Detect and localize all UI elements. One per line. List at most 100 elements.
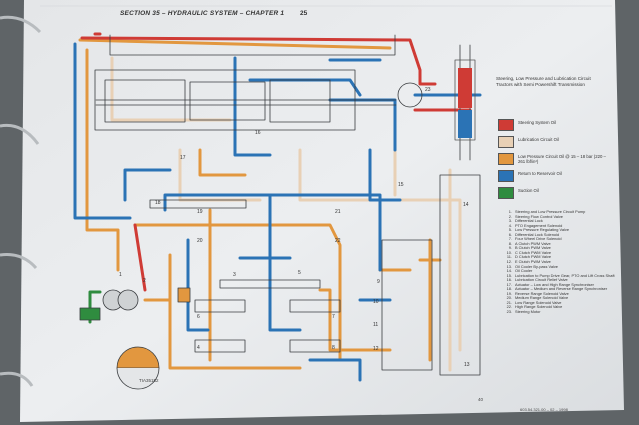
part-number: 17. xyxy=(506,281,512,287)
part-description: Actuator – Low and High Range Synchronis… xyxy=(515,281,594,287)
part-description: C Clutch PWM Valve xyxy=(515,249,552,255)
callout-20: 20 xyxy=(197,238,203,244)
part-description: Lubrication Circuit Relief Valve xyxy=(515,277,568,283)
legend-swatch xyxy=(498,170,514,182)
parts-list-item: 16.Lubrication Circuit Relief Valve xyxy=(502,277,617,283)
part-description: Lubrication to Pump Drive Gear, PTO and … xyxy=(515,272,615,278)
legend-item: Lubrication Circuit Oil xyxy=(498,134,608,151)
callout-17: 17 xyxy=(180,155,186,161)
part-description: B Clutch PWM Valve xyxy=(515,245,551,251)
part-description: Medium Range Solenoid Valve xyxy=(515,295,569,301)
pump xyxy=(79,287,191,321)
part-number: 16. xyxy=(506,277,512,283)
parts-list-item: 10.C Clutch PWM Valve xyxy=(502,249,617,256)
callout-7: 7 xyxy=(332,314,335,320)
parts-list-item: 1.Steering and Low Pressure Circuit Pump xyxy=(502,209,617,215)
callout-10: 10 xyxy=(373,299,379,305)
callout-3: 3 xyxy=(233,272,236,278)
callout-13: 13 xyxy=(464,362,470,368)
parts-list-item: 8.A Clutch PWM Valve xyxy=(502,240,617,247)
parts-list-item: 13.Oil Cooler By-pass Valve xyxy=(502,263,617,270)
part-number: 4. xyxy=(508,222,512,228)
callout-22: 22 xyxy=(335,238,341,244)
part-description: E Clutch PWM Valve xyxy=(515,259,551,265)
part-description: High Range Solenoid Valve xyxy=(515,304,563,310)
part-number: 12. xyxy=(506,259,512,265)
parts-list-item: 21.Low Range Solenoid Valve xyxy=(502,299,617,306)
legend-swatch xyxy=(498,153,514,165)
parts-list-item: 15.Lubrication to Pump Drive Gear, PTO a… xyxy=(502,272,617,279)
part-number: 14. xyxy=(506,268,512,274)
part-number: 15. xyxy=(506,272,512,278)
callout-12: 12 xyxy=(373,346,379,352)
part-number: 21. xyxy=(506,299,512,305)
callout-4: 4 xyxy=(197,345,200,351)
return-lines xyxy=(73,42,482,382)
callout-9: 9 xyxy=(377,279,380,285)
parts-list-item: 18.Actuator – Medium and Reverse Range S… xyxy=(502,287,617,292)
part-number: 5. xyxy=(508,227,512,233)
parts-list-item: 12.E Clutch PWM Valve xyxy=(502,259,617,265)
part-number: 6. xyxy=(508,231,512,237)
callout-5: 5 xyxy=(298,270,301,276)
parts-list-item: 9.B Clutch PWM Valve xyxy=(502,246,617,251)
parts-list-item: 22.High Range Solenoid Valve xyxy=(502,305,617,310)
parts-list-item: 17.Actuator – Low and High Range Synchro… xyxy=(502,281,617,288)
part-number: 20. xyxy=(506,295,512,301)
legend-item: Return to Reservoir Oil xyxy=(498,168,608,185)
part-description: Steering Motor xyxy=(515,309,541,315)
callout-15: 15 xyxy=(398,182,404,188)
part-description: A Clutch PWM Valve xyxy=(515,240,551,246)
callout-8: 8 xyxy=(332,345,335,351)
parts-list-item: 11.D Clutch PWM Valve xyxy=(502,255,617,260)
callout-21: 21 xyxy=(335,209,341,215)
parts-list-item: 3.Differential Lock xyxy=(502,218,617,224)
part-number: 10. xyxy=(506,249,512,255)
legend-item: Low Pressure Circuit Oil @ 15 – 18 bar (… xyxy=(498,151,608,168)
parts-list-item: 23.Steering Motor xyxy=(502,309,617,315)
part-description: Oil Cooler By-pass Valve xyxy=(515,263,558,269)
parts-list: 1.Steering and Low Pressure Circuit Pump… xyxy=(502,209,617,315)
part-number: 11. xyxy=(506,254,512,260)
part-description: Reverse Range Solenoid Valve xyxy=(515,290,569,296)
callout-11: 11 xyxy=(373,322,379,328)
legend-item: Suction Oil xyxy=(498,185,608,202)
part-description: Differential Lock Solenoid xyxy=(515,231,560,237)
figure-code: TIA35152 xyxy=(139,378,159,383)
callout-2: 2 xyxy=(143,278,146,284)
component-outlines xyxy=(94,34,481,376)
parts-list-item: 5.Low Pressure Regulating Valve xyxy=(502,227,617,233)
part-number: 3. xyxy=(508,218,512,224)
part-description: Steering Flow Control Valve xyxy=(515,213,563,219)
section-header: SECTION 35 – HYDRAULIC SYSTEM – CHAPTER … xyxy=(120,10,285,17)
part-number: 18. xyxy=(506,286,512,292)
part-number: 9. xyxy=(508,245,512,251)
callout-18: 18 xyxy=(155,200,161,206)
callout-6: 6 xyxy=(197,314,200,320)
part-description: Steering and Low Pressure Circuit Pump xyxy=(515,209,586,214)
legend-label: Suction Oil xyxy=(518,188,539,193)
steering-cylinder xyxy=(458,68,472,138)
legend-label: Steering System Oil xyxy=(518,120,556,125)
legend-label: Return to Reservoir Oil xyxy=(518,171,562,176)
callout-23: 23 xyxy=(425,87,431,93)
parts-list-item: 19.Reverse Range Solenoid Valve xyxy=(502,290,617,297)
footer-ref: 603.54.321.00 – 02 – 1998 xyxy=(520,407,568,412)
low-pressure-lines xyxy=(78,38,442,370)
parts-list-item: 4.PTO Engagement Solenoid xyxy=(502,222,617,229)
parts-list-item: 20.Medium Range Solenoid Valve xyxy=(502,296,617,301)
legend-swatch xyxy=(498,119,514,131)
part-description: Oil Cooler xyxy=(515,268,533,274)
part-description: Low Pressure Regulating Valve xyxy=(515,227,569,233)
diagram-title: Steering, Low Pressure and Lubrication C… xyxy=(496,76,591,87)
steering-lines xyxy=(80,32,472,292)
part-description: PTO Engagement Solenoid xyxy=(515,222,563,228)
part-number: 19. xyxy=(506,290,512,296)
callout-19: 19 xyxy=(197,209,203,215)
part-description: Low Range Solenoid Valve xyxy=(515,299,562,305)
legend-label: Lubrication Circuit Oil xyxy=(518,137,559,142)
parts-list-item: 6.Differential Lock Solenoid xyxy=(502,231,617,238)
